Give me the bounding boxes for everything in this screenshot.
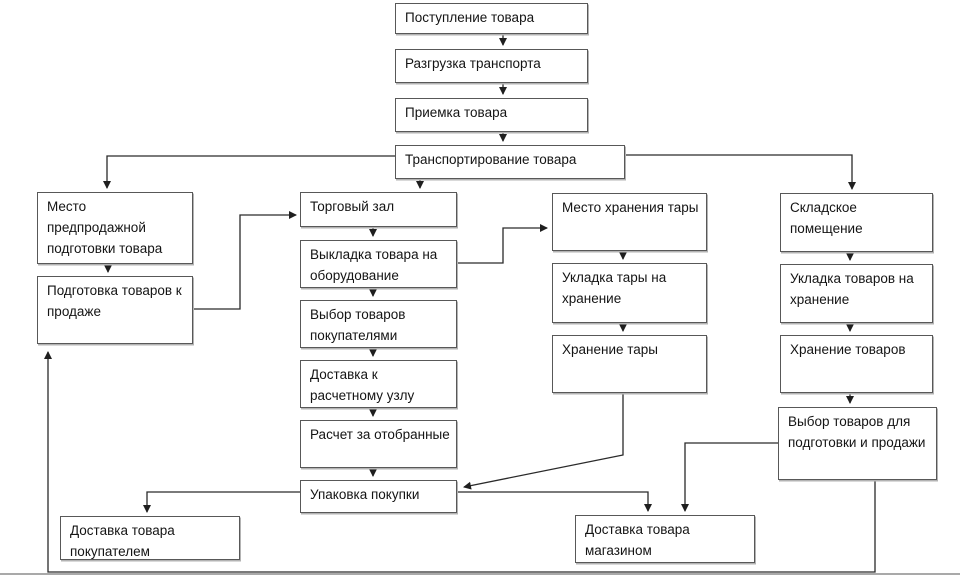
flow-node-dostavka-uzel: Доставка к расчетному узлу (300, 360, 457, 408)
edge-transport-sklad (625, 154, 856, 190)
flow-node-khranenie-tary: Хранение тары (552, 335, 707, 393)
edge-khranenie-tary-upakovka (463, 394, 624, 490)
edge-transport-mesto-predprodazhnoy (103, 155, 395, 189)
flow-node-podgotovka-tovarov: Подготовка товаров к продаже (37, 276, 193, 344)
edge-upakovka-dostavka-magazinom (457, 491, 652, 512)
edge-podgotovka-torgovy-zal (193, 211, 297, 310)
flow-node-mesto-tary: Место хранения тары (552, 193, 707, 251)
edge-upakovka-dostavka-pokupatelem (143, 491, 300, 513)
flow-node-vybor-pokupatelyami: Выбор товаров покупателями (300, 300, 457, 348)
bottom-border-rule (0, 573, 960, 575)
flow-node-dostavka-pokupatelem: Доставка товара покупателем (60, 516, 240, 560)
flow-node-postuplenie: Поступление товара (395, 3, 588, 34)
flow-node-transportirovanie: Транспортирование товара (395, 145, 625, 179)
flow-node-upakovka: Упаковка покупки (300, 480, 457, 513)
flow-node-ukladka-tary: Укладка тары на хранение (552, 263, 707, 323)
flow-node-vybor-dlya-podgotovki: Выбор товаров для подготовки и продажи (778, 407, 937, 480)
flow-node-ukladka-tovarov: Укладка товаров на хранение (780, 264, 933, 323)
flow-node-raschet: Расчет за отобранные (300, 420, 457, 468)
flow-node-sklad: Складское помещение (780, 193, 933, 252)
flow-node-dostavka-magazinom: Доставка товара магазином (575, 515, 755, 563)
flow-node-priemka: Приемка товара (395, 98, 588, 132)
flow-node-razgruzka: Разгрузка транспорта (395, 49, 588, 83)
edge-vykladka-mesto-tary (457, 224, 548, 264)
flow-node-mesto-predprodazhnoy: Место предпродажной подготовки товара (37, 192, 193, 264)
edge-vybor-dostavka-magazinom (681, 442, 778, 512)
flow-node-khranenie-tovarov: Хранение товаров (780, 335, 933, 393)
flow-node-torgovy-zal: Торговый зал (300, 192, 457, 227)
edge-vybor-feedback-podgotovka (44, 351, 876, 573)
flow-node-vykladka: Выкладка товара на оборудование (300, 240, 457, 288)
